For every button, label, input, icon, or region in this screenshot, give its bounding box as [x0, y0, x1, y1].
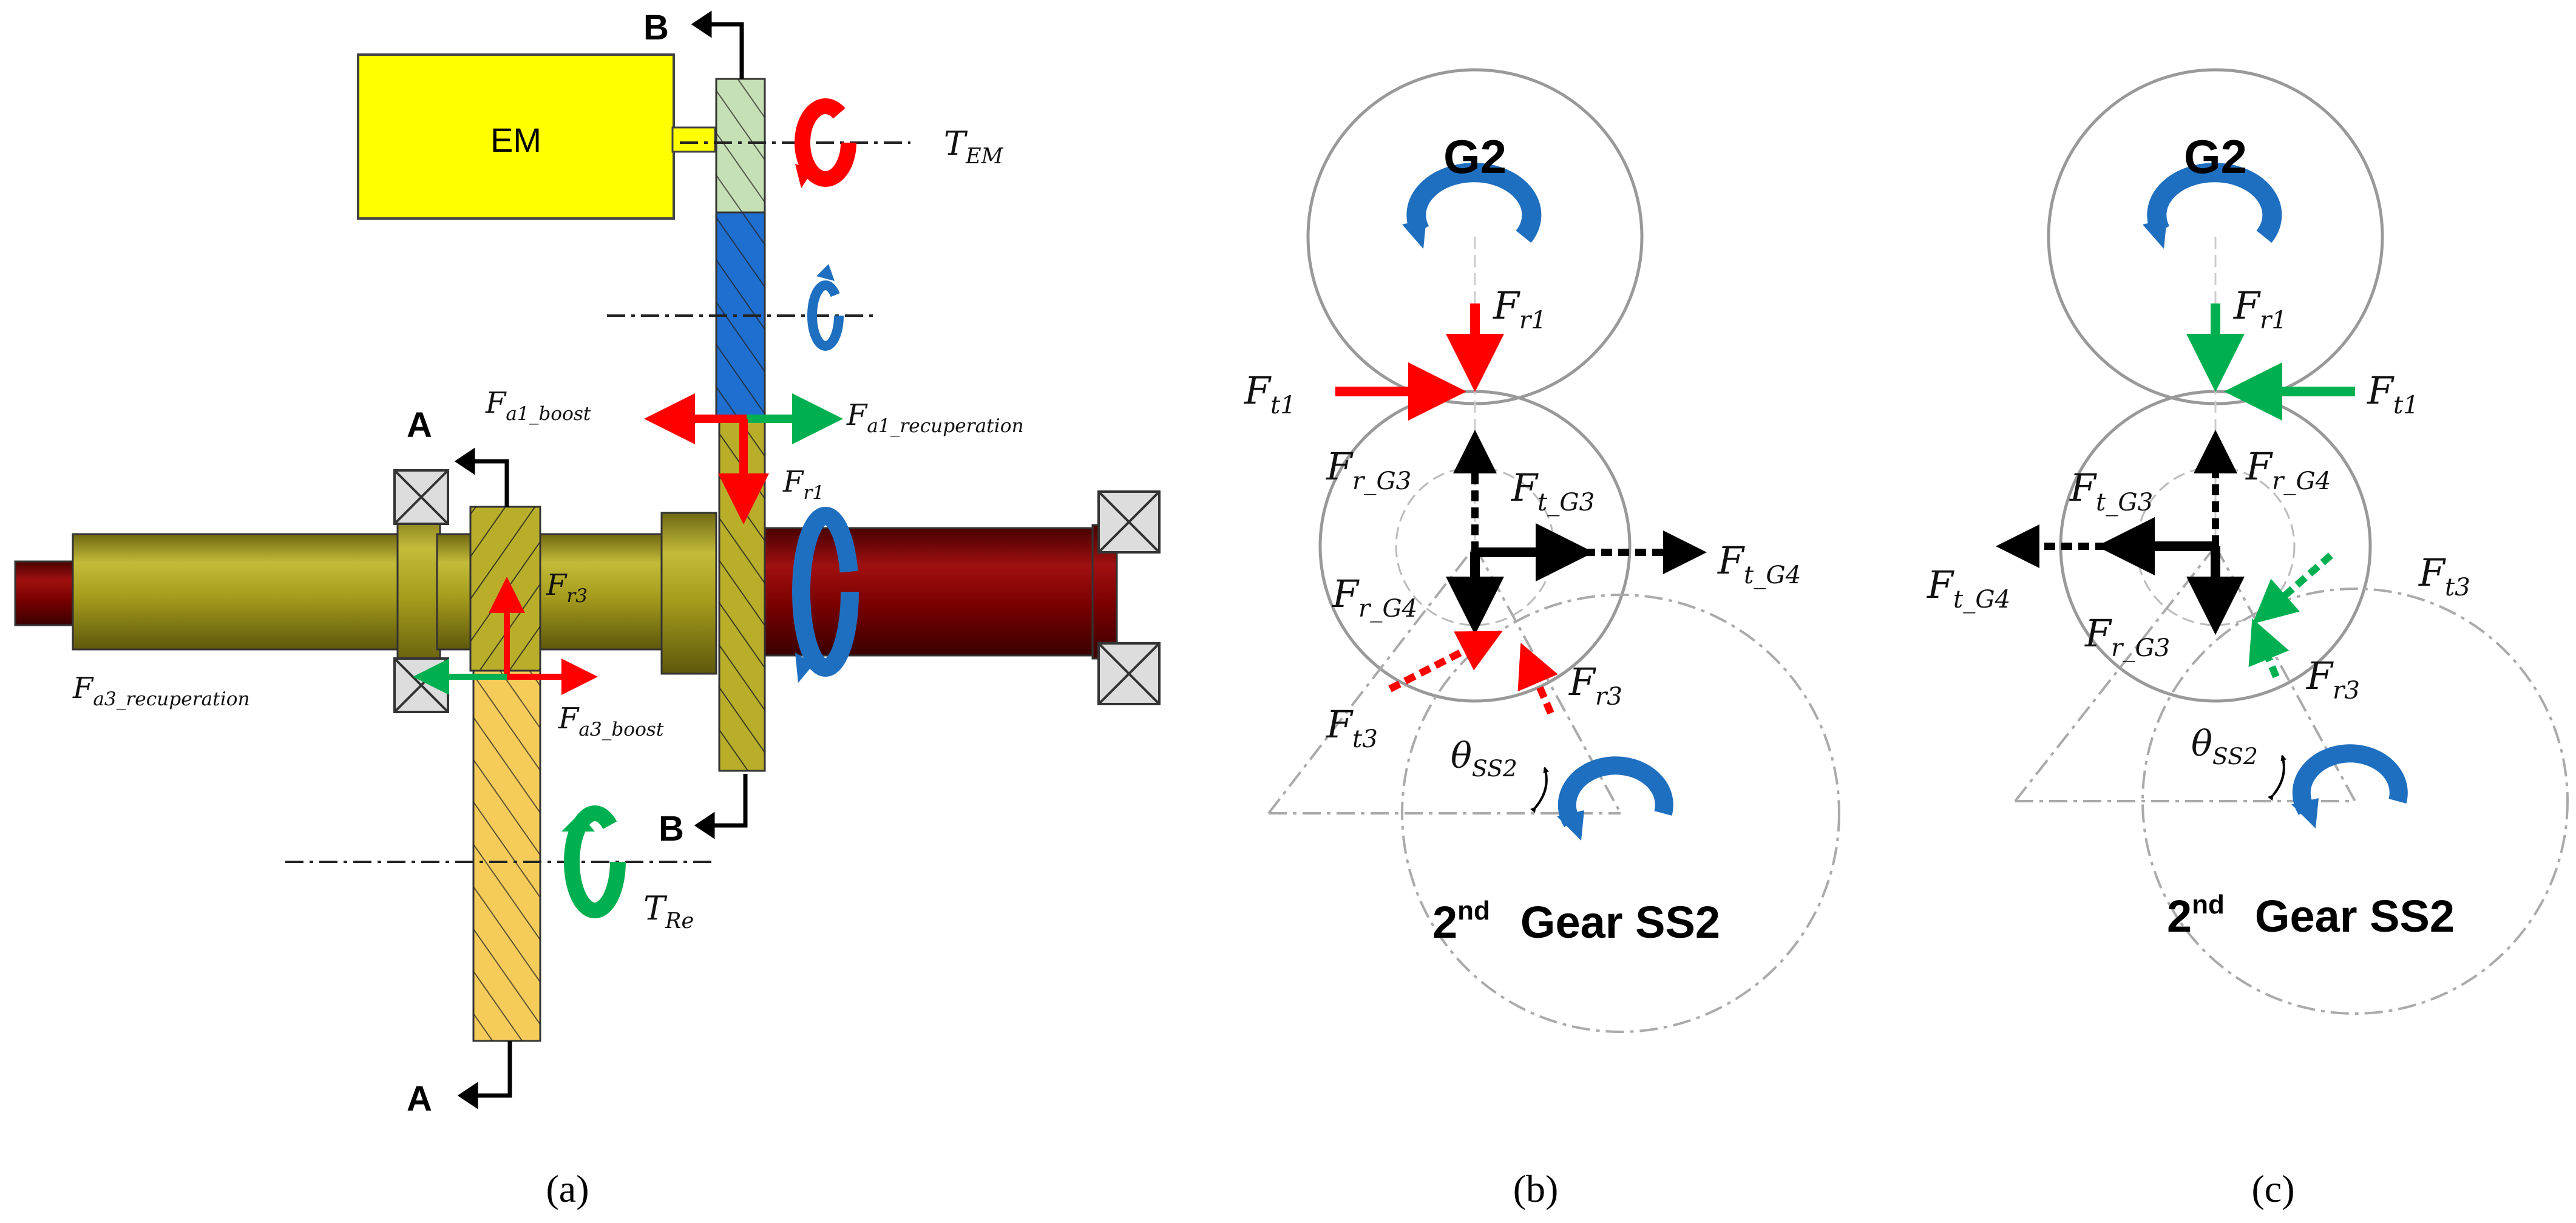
arrow-fr3-b [1517, 642, 1558, 715]
section-b-bottom [694, 774, 748, 839]
label-fr-g3-c: Fr_G3 [2084, 611, 2170, 662]
rotation-arrow-g2-b [1402, 163, 1542, 249]
label-g2-b: G2 [1443, 130, 1507, 183]
label-fr-g4-b: Fr_G4 [1332, 572, 1417, 623]
label-fa3-recup: Fa3_recuperation [72, 671, 250, 710]
label-fr3-c: Fr3 [2306, 654, 2360, 705]
caption-a: (a) [546, 1167, 589, 1210]
output-shaft-left [14, 560, 83, 626]
section-b-top-label: B [643, 8, 669, 47]
gear-ss2-circle-c [2141, 588, 2569, 1015]
em-pinion-hatch [716, 79, 765, 212]
label-ft3-c: Ft3 [2418, 551, 2470, 601]
section-a-bottom [457, 1041, 512, 1110]
label-ft1-c: Ft1 [2367, 368, 2419, 419]
arrow-ft3-c [2252, 552, 2333, 624]
label-t-em: TEM [944, 124, 1004, 169]
caption-b: (b) [1513, 1167, 1559, 1210]
theta-arc-b [1530, 767, 1550, 813]
label-fr-g4-c: Fr_G4 [2245, 444, 2331, 495]
rotation-arrow-mid-blue [807, 264, 844, 351]
bearing-right [1097, 490, 1161, 705]
label-fr-g3-b: Fr_G3 [1326, 444, 1411, 495]
label-ft-g4-c: Ft_G4 [1927, 563, 2010, 614]
section-b-bottom-label: B [659, 809, 684, 849]
rotation-arrow-re-green [561, 805, 626, 918]
label-ft-g4-b: Ft_G4 [1717, 538, 1801, 589]
theta-arc-c [2268, 754, 2287, 801]
section-a-bottom-label: A [407, 1079, 432, 1119]
section-a-top [454, 447, 509, 507]
output-shaft-right [758, 527, 1112, 657]
label-ft-g3-c: Ft_G3 [2069, 466, 2153, 517]
em-label: EM [490, 121, 541, 159]
label-fa3-boost: Fa3_boost [558, 702, 664, 740]
rotation-arrow-ss2-b [1557, 756, 1673, 841]
label-g2-c: G2 [2184, 130, 2247, 183]
rotation-arrow-g2-c [2143, 163, 2282, 249]
label-theta-c: θSS2 [2191, 723, 2258, 770]
caption-c: (c) [2251, 1167, 2294, 1210]
label-fr1-b: Fr1 [1493, 283, 1547, 334]
gold-gear-hatch [473, 671, 540, 1041]
gear-ss2-circle [1401, 594, 1840, 1033]
construction-line-diag-c [2014, 545, 2217, 802]
rotation-arrow-ss2-c [2291, 744, 2408, 828]
olive-hub [396, 506, 441, 675]
em-shaft [671, 126, 716, 153]
section-b-top [691, 10, 744, 79]
label-ft1-b: Ft1 [1244, 368, 1296, 419]
label-fr1-c: Fr1 [2233, 283, 2287, 334]
olive-hub-2 [660, 512, 717, 675]
label-fa1-boost: Fa1_boost [485, 386, 591, 425]
rotation-arrow-shaft-blue [792, 507, 859, 683]
construction-line-diag [1267, 545, 1476, 815]
label-ft3-b: Ft3 [1326, 702, 1378, 753]
panel-c: G2 Fr1 Ft1 Ft_G3 Fr_G4 Ft_G4 Fr_G3 Ft3 F… [1927, 68, 2569, 1210]
section-a-top-label: A [407, 405, 432, 445]
arrow-ft3-b [1388, 631, 1503, 693]
label-fr1: Fr1 [782, 465, 824, 504]
label-fr3-b: Fr3 [1568, 660, 1622, 711]
olive-sleeve-left [72, 533, 414, 651]
label-fr3: Fr3 [546, 568, 588, 607]
arrow-fr3-c [2248, 618, 2290, 679]
electric-motor-block [357, 53, 675, 220]
panel-b: G2 Ft1 Fr1 Fr_G3 Ft_G3 Ft_G4 Fr_G4 Ft3 F… [1244, 68, 1840, 1210]
rotation-arrow-em-red [795, 98, 856, 188]
label-t-re: TRe [643, 889, 694, 933]
label-ft-g3-b: Ft_G3 [1511, 466, 1595, 517]
panel-a: EM [14, 8, 1161, 1210]
label-theta-b: θSS2 [1451, 735, 1517, 782]
label-fa1-recup: Fa1_recuperation [846, 398, 1024, 437]
